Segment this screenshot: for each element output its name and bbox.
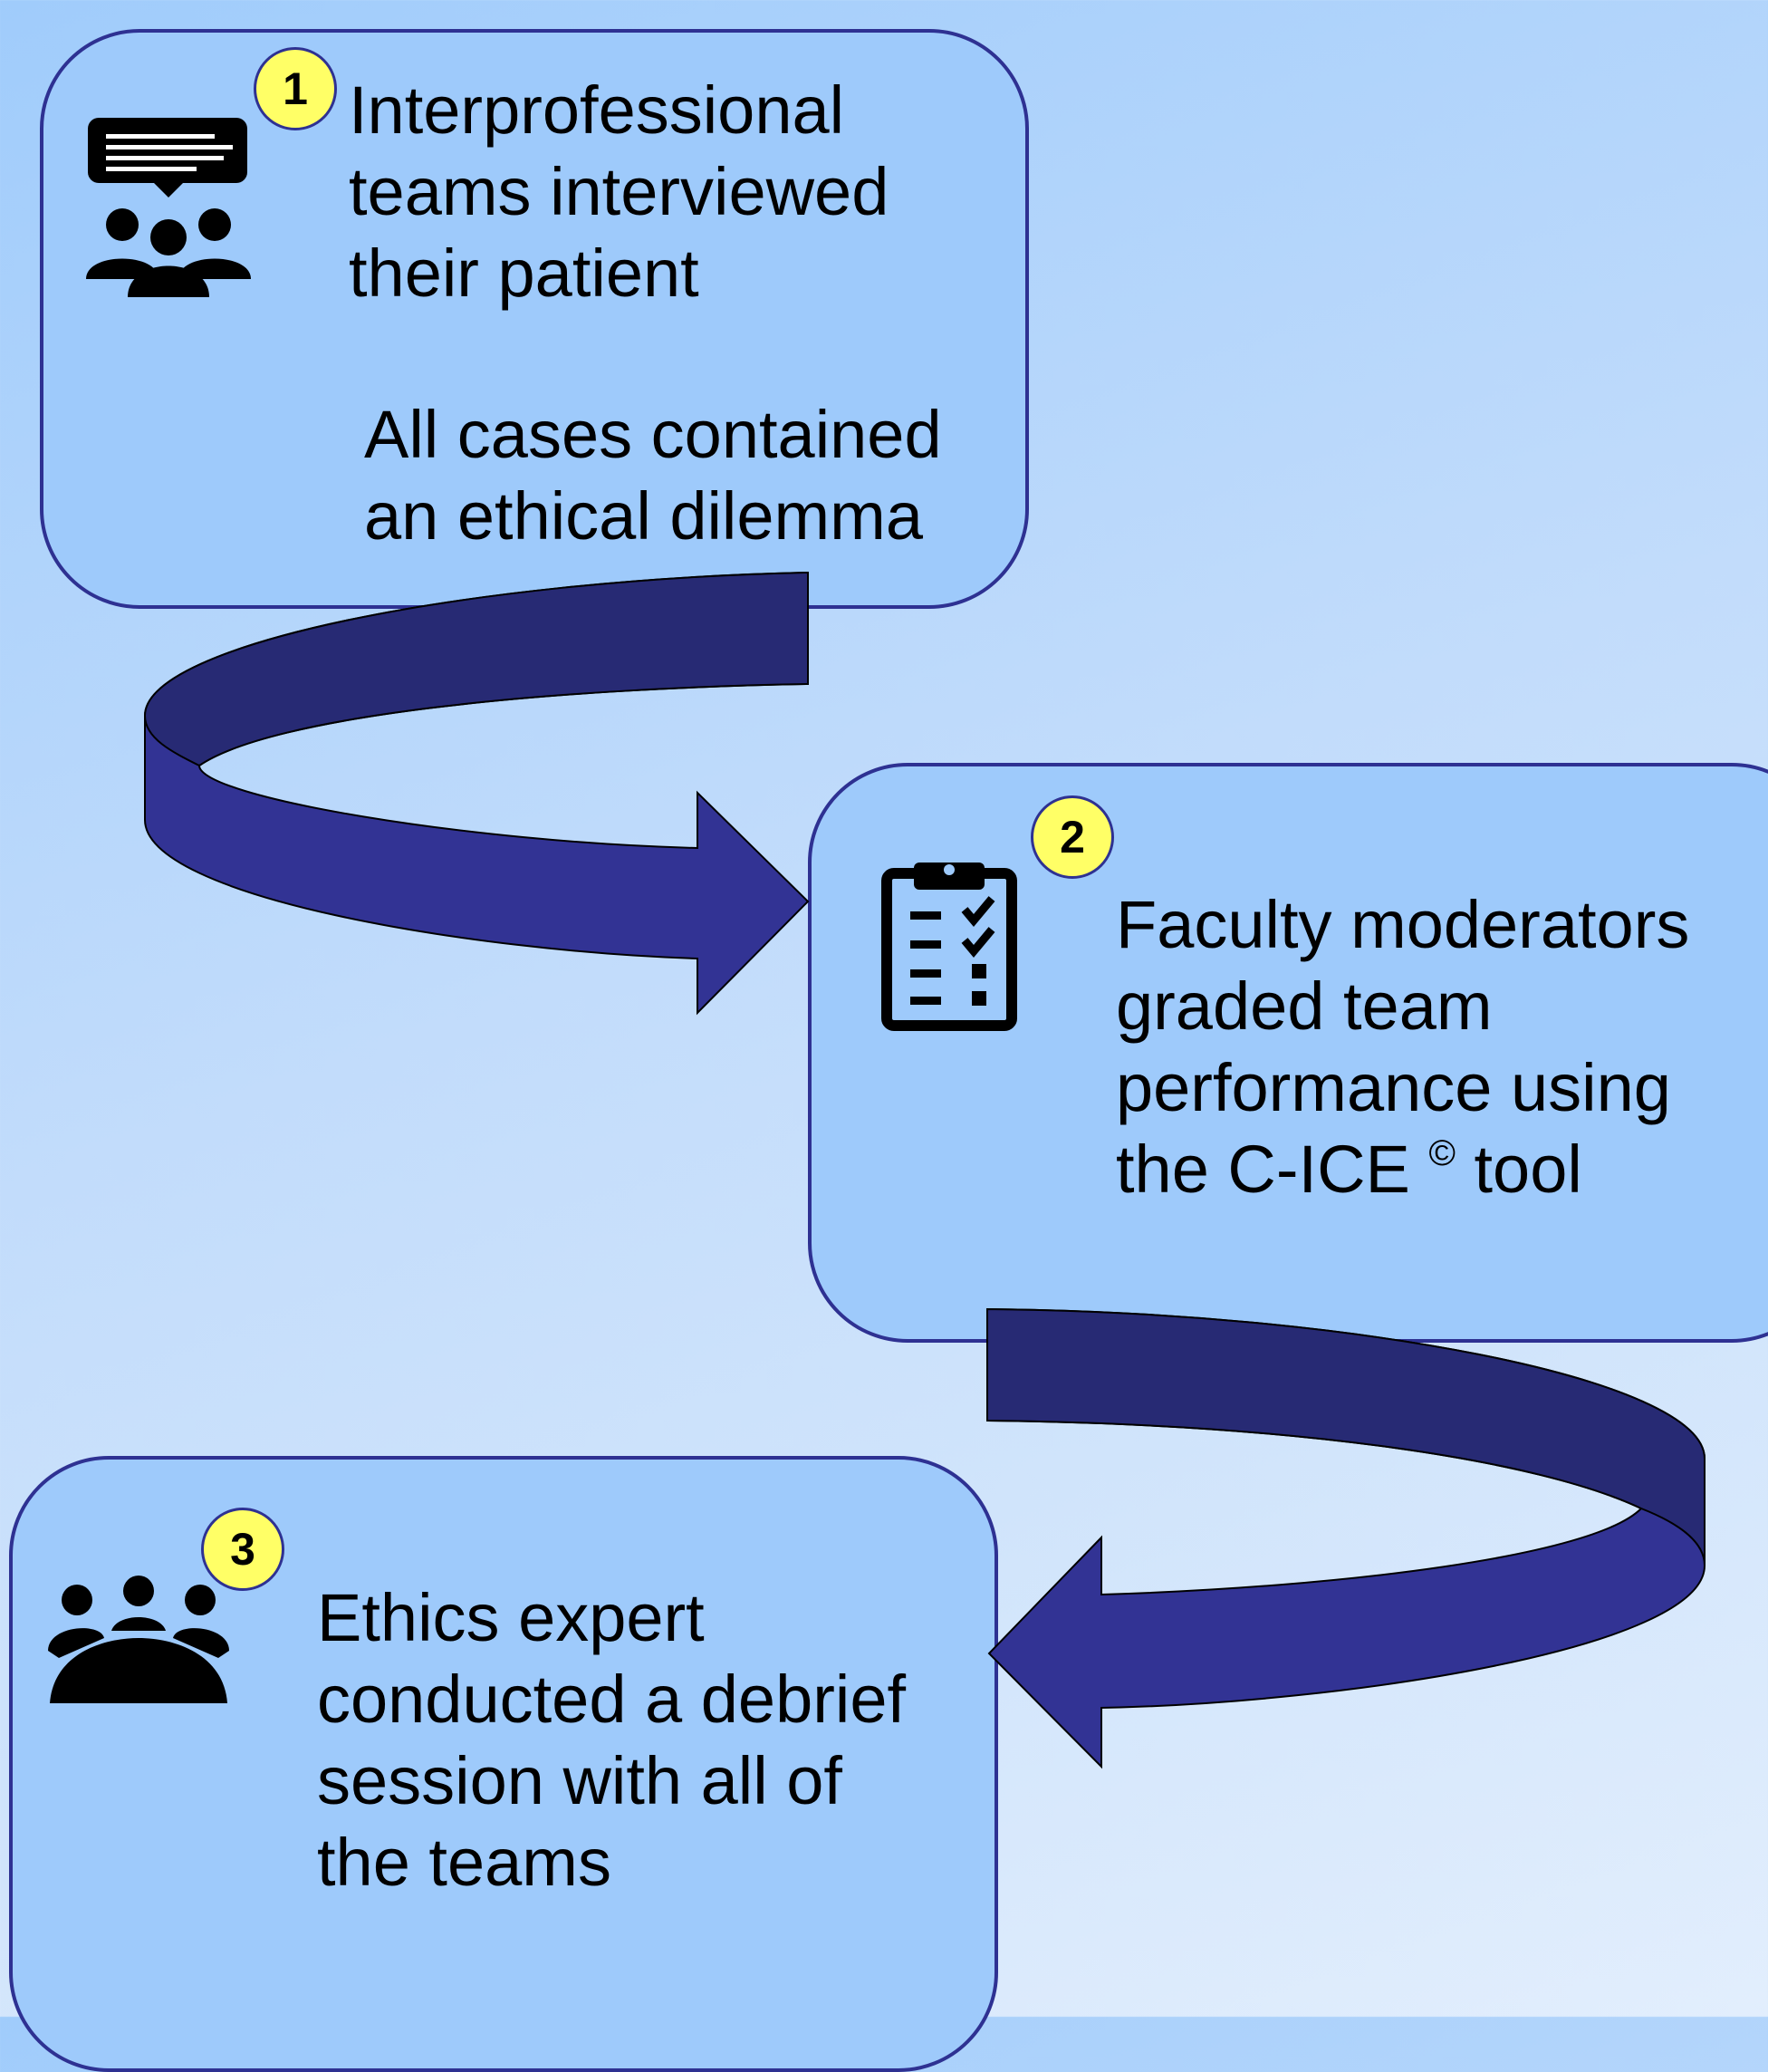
step-3-badge: 3 (201, 1508, 284, 1591)
step-2-text-line: performance using (1116, 1050, 1671, 1125)
step-2-box (808, 763, 1768, 1343)
step-3-text-line: the teams (317, 1825, 611, 1900)
step-2-text: Faculty moderators graded team performan… (1116, 884, 1689, 1210)
step-1-note-line: an ethical dilemma (364, 478, 923, 554)
step-3-box (9, 1456, 998, 2072)
step-2-text-line: Faculty moderators (1116, 887, 1690, 962)
step-1-note: All cases contained an ethical dilemma (364, 394, 942, 557)
step-1-note-line: All cases contained (364, 397, 942, 472)
step-2-text-last-line: the C-ICE © tool (1116, 1129, 1689, 1210)
step-3-text: Ethics expert conducted a debrief sessio… (317, 1577, 906, 1903)
copyright-symbol: © (1428, 1133, 1456, 1173)
step-1-badge: 1 (254, 47, 337, 130)
clipboard-checklist-icon (881, 863, 1017, 1031)
flow-arrows (143, 571, 1706, 1769)
step-1-text-line: their patient (349, 236, 699, 311)
meeting-table-icon (48, 1576, 229, 1703)
step-3-text-line: session with all of (317, 1743, 842, 1818)
step-1-text: Interprofessional teams interviewed thei… (349, 70, 889, 314)
arrow-step2-to-step3 (986, 1307, 1706, 1769)
step-2-text-line: graded team (1116, 969, 1493, 1044)
step-1-text-line: teams interviewed (349, 154, 889, 229)
step-2-badge: 2 (1031, 795, 1114, 879)
step-3-text-line: conducted a debrief (317, 1662, 907, 1737)
step-1-text-line: Interprofessional (349, 72, 845, 148)
team-discussion-icon (86, 118, 251, 297)
step-3-text-line: Ethics expert (317, 1580, 705, 1655)
tool-word: tool (1474, 1132, 1582, 1207)
arrow-step1-to-step2 (143, 571, 810, 1016)
tool-name: the C-ICE (1116, 1132, 1410, 1207)
workflow-diagram: 1 Interprofessional teams interviewed th… (9, 29, 1768, 2072)
